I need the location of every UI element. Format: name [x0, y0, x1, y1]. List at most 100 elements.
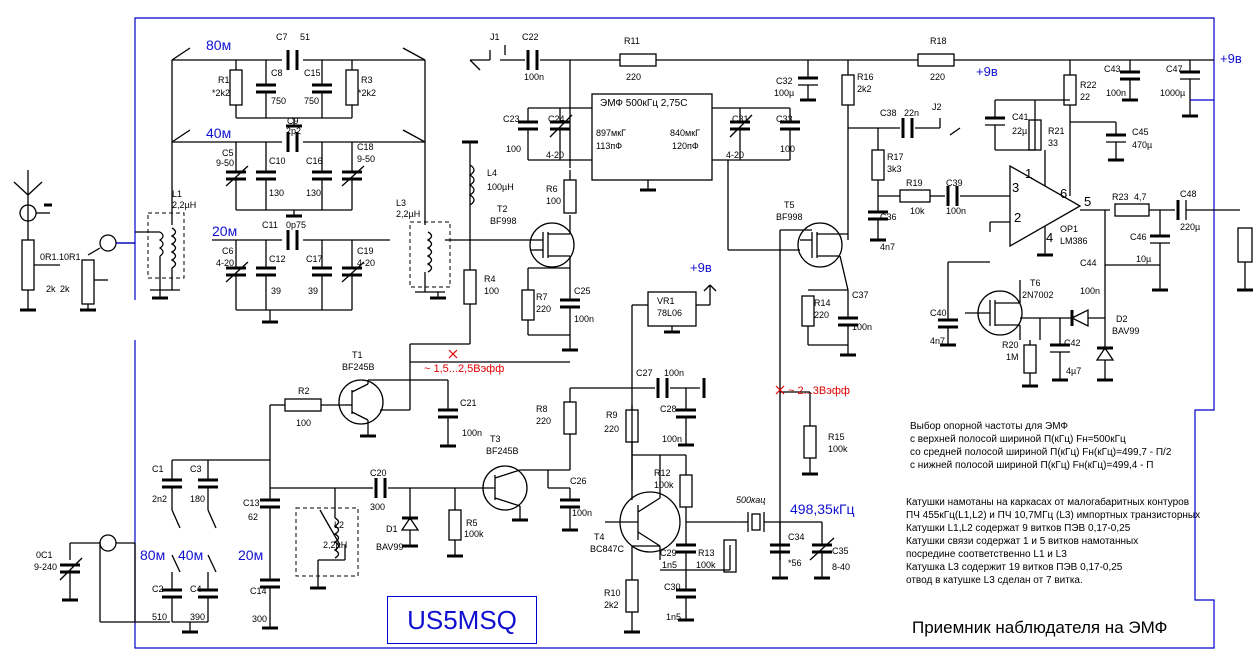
- label-r4: R4: [484, 274, 496, 284]
- note-line: со средней полосой шириной П(кГц) Fн(кГц…: [910, 447, 1172, 458]
- label-c42: C42: [1064, 338, 1081, 348]
- value-c40: 4n7: [930, 336, 945, 346]
- value-l3: 2,2µH: [396, 209, 420, 219]
- value-c7: 51: [300, 32, 310, 42]
- value-c6: 4-20: [216, 258, 234, 268]
- value-c41: 22µ: [1012, 126, 1027, 136]
- measurement-labels: ~ 1,5...2,5Вэфф ~ 2...3Вэфф 498,35кГц 50…: [424, 363, 855, 517]
- value-r3: *2k2: [358, 88, 376, 98]
- buffer-t3: [295, 450, 580, 590]
- label-op1: OP1: [1060, 224, 1078, 234]
- label-c26: C26: [570, 476, 587, 486]
- notes-frequency: Выбор опорной частоты для ЭМФ с верхней …: [910, 420, 1171, 472]
- board-outline: [134, 17, 1215, 649]
- label-c4: C4: [190, 584, 202, 594]
- value-c1: 2n2: [152, 494, 167, 504]
- label-c37: C37: [852, 290, 869, 300]
- note-line: с верхней полосой шириной П(кГц) Fн=500к…: [910, 434, 1126, 445]
- filter-in-c: 113пФ: [596, 141, 622, 151]
- value-r7: 220: [536, 304, 551, 314]
- value-c27: 100n: [664, 368, 684, 378]
- value-c23: 100: [506, 144, 521, 154]
- notes-coils: Катушки намотаны на каркасах от малогаба…: [906, 496, 1255, 587]
- label-c39: C39: [946, 178, 963, 188]
- value-c36: 4n7: [880, 242, 895, 252]
- value-r0r11: 2k: [46, 284, 56, 294]
- value-c10: 130: [269, 188, 284, 198]
- band-filter-40m: [171, 129, 426, 218]
- label-t2: T2: [497, 204, 508, 214]
- tap-label: +9в: [976, 64, 998, 79]
- value-c18: 9-50: [357, 154, 375, 164]
- filter-labels: ЭМФ 500кГц 2,75С 897мкГ 113пФ 840мкГ 120…: [596, 98, 700, 151]
- label-c32: C32: [776, 76, 793, 86]
- value-c22: 100n: [524, 72, 544, 82]
- value-d1: BAV99: [376, 542, 403, 552]
- label-c18: C18: [357, 142, 374, 152]
- label-j2: J2: [932, 102, 942, 112]
- label-r21: R21: [1048, 126, 1065, 136]
- note-line: Выбор опорной частоты для ЭМФ: [910, 421, 1069, 432]
- label-c40: C40: [930, 308, 947, 318]
- value-r21: 33: [1048, 138, 1058, 148]
- value-r19: 10k: [910, 206, 925, 216]
- opamp-pin-4: 4: [1046, 230, 1053, 245]
- value-c9: 2p2: [286, 126, 301, 136]
- value-l4: 100µH: [487, 182, 514, 192]
- opamp-pin-6: 6: [1060, 186, 1067, 201]
- value-c3: 180: [190, 494, 205, 504]
- label-r22: R22: [1080, 80, 1097, 90]
- label-c6: C6: [222, 246, 234, 256]
- label-r12: R12: [654, 468, 671, 478]
- label-l1: L1: [172, 189, 182, 199]
- label-c35: C35: [832, 546, 849, 556]
- value-l1: 2,2µH: [172, 200, 196, 210]
- note-line: Катушка L3 содержит 19 витков ПЭВ 0,17-0…: [906, 562, 1123, 573]
- value-vr1: 78L06: [657, 308, 682, 318]
- value-c32: 100µ: [774, 88, 794, 98]
- label-r20: R20: [1002, 340, 1019, 350]
- label-c44: C44: [1080, 258, 1097, 268]
- label-c24: C24: [548, 114, 565, 124]
- value-c48: 220µ: [1180, 222, 1200, 232]
- label-c10: C10: [269, 156, 286, 166]
- label-c30: C30: [664, 582, 681, 592]
- label-c20: C20: [370, 468, 387, 478]
- reg-label: +9в: [690, 260, 712, 275]
- label-r11: R11: [624, 36, 640, 46]
- opamp-pin-1: 1: [1025, 166, 1032, 181]
- label-r10: R10: [604, 588, 621, 598]
- band-filter-20m: [212, 230, 390, 324]
- label-c21: C21: [460, 398, 477, 408]
- label-c12: C12: [269, 254, 286, 264]
- voltage-probe-1: ~ 1,5...2,5Вэфф: [424, 363, 504, 375]
- value-r6: 100: [546, 196, 561, 206]
- label-c36: C36: [880, 212, 897, 222]
- band-labels: 80м 40м 20м 80м 40м 20м: [140, 37, 263, 563]
- value-c25: 100n: [574, 314, 594, 324]
- value-t6: 2N7002: [1022, 290, 1054, 300]
- label-c17: C17: [306, 254, 323, 264]
- emf-filter: [469, 45, 1214, 251]
- label-t1: T1: [352, 350, 363, 360]
- label-c25: C25: [574, 286, 591, 296]
- label-c31: C31: [732, 114, 749, 124]
- value-c16: 130: [306, 188, 321, 198]
- probe-markers: [448, 349, 785, 395]
- value-c45: 470µ: [1132, 140, 1152, 150]
- label-d2: D2: [1116, 314, 1128, 324]
- value-r1: *2k2: [212, 88, 230, 98]
- label-oc1: 0C1: [36, 550, 53, 560]
- band-40m-label: 40м: [206, 125, 231, 141]
- value-oc1: 9-240: [34, 562, 57, 572]
- value-c21: 100n: [462, 428, 482, 438]
- label-l4: L4: [487, 168, 497, 178]
- value-r4: 100: [484, 286, 499, 296]
- filter-out-c: 120пФ: [672, 141, 699, 151]
- switch-20m-label: 20м: [238, 547, 263, 563]
- label-r2: R2: [298, 386, 310, 396]
- value-d2: BAV99: [1112, 326, 1139, 336]
- label-c48: C48: [1180, 189, 1197, 199]
- value-c8: 750: [271, 96, 286, 106]
